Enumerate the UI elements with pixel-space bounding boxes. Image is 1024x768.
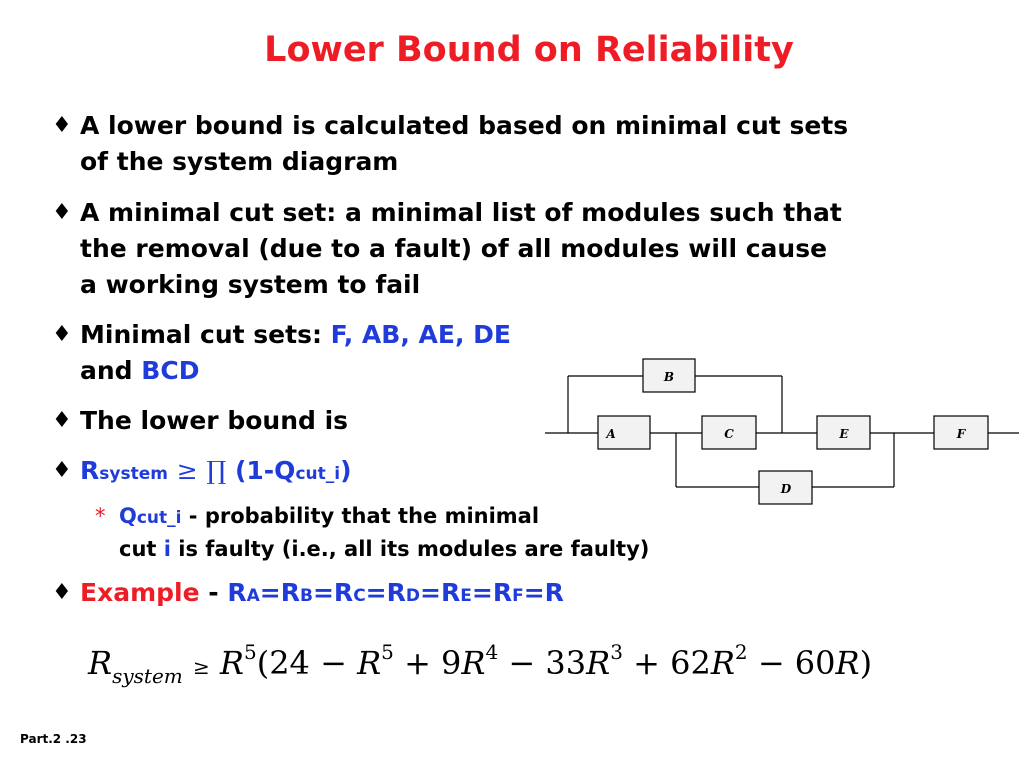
close-paren: ) — [340, 456, 352, 485]
formula-exponent: 2 — [734, 640, 748, 664]
cut-sets-and: and — [80, 356, 133, 385]
bullet-example: ♦ Example - RA=RB=RC=RD=RE=RF=R — [52, 575, 564, 614]
formula-r: R — [586, 644, 611, 682]
bullet-line: and BCD — [80, 353, 511, 389]
formula-exponent: 3 — [610, 640, 623, 664]
block-b-box — [642, 358, 696, 393]
cut-i-subscript: cut_i — [136, 508, 182, 528]
block-e-label: E — [838, 427, 849, 441]
cut-sets-list: F, AB, AE, DE — [330, 320, 511, 349]
reliability-block-diagram: B A C E F D — [545, 358, 1019, 505]
sub-bullet-line: cut i is faulty (i.e., all its modules a… — [119, 534, 649, 565]
diamond-bullet-icon: ♦ — [52, 580, 72, 605]
star-bullet-icon: * — [95, 504, 106, 528]
formula-exponent: 4 — [485, 640, 499, 664]
formula-system-subscript: system — [112, 664, 183, 688]
sub-bullet-text: cut — [119, 537, 164, 561]
formula-term: − 60 — [747, 644, 836, 682]
formula-r: R — [710, 644, 735, 682]
product-symbol: ∏ — [206, 456, 227, 485]
diamond-bullet-icon: ♦ — [52, 458, 72, 483]
block-a: A — [597, 415, 651, 450]
formula-exponent: 5 — [381, 640, 394, 664]
diagram-wires — [545, 375, 1019, 488]
sub-bullet-text: is faulty (i.e., all its modules are fau… — [170, 537, 650, 561]
sub-bullet-text: - probability that the minimal — [181, 504, 540, 528]
formula-r: R — [461, 644, 486, 682]
block-f-label: F — [956, 427, 967, 441]
example-equation: RA=RB=RC=RD=RE=RF=R — [227, 578, 564, 607]
sub-bullet-line: Qcut_i - probability that the minimal — [119, 501, 649, 534]
formula-term: + 62 — [622, 644, 711, 682]
formula-term: + 9 — [393, 644, 462, 682]
formula-r: R — [835, 644, 860, 682]
block-e: E — [816, 415, 871, 450]
block-d-label: D — [780, 482, 792, 496]
bullet-lower-bound-definition: ♦ A lower bound is calculated based on m… — [52, 108, 848, 180]
diamond-bullet-icon: ♦ — [52, 113, 72, 138]
formula-term: − 33 — [498, 644, 587, 682]
sub-bullet-qcut-definition: * Qcut_i - probability that the minimal … — [95, 501, 649, 565]
bullet-line: A minimal cut set: a minimal list of mod… — [80, 198, 842, 227]
bullet-line: the removal (due to a fault) of all modu… — [80, 234, 828, 263]
bullet-line: A lower bound is calculated based on min… — [80, 111, 849, 140]
slide-footer: Part.2 .23 — [20, 732, 87, 746]
block-d: D — [758, 470, 813, 505]
formula-r: R — [219, 644, 244, 682]
cut-sets-last: BCD — [141, 356, 200, 385]
bullet-minimal-cut-set-definition: ♦ A minimal cut set: a minimal list of m… — [52, 195, 842, 303]
formula-exponent: 5 — [243, 640, 257, 664]
slide-title: Lower Bound on Reliability — [264, 30, 794, 70]
bullet-line: a working system to fail — [80, 270, 421, 299]
block-e-box — [816, 415, 871, 450]
one-minus-q: (1-Q — [234, 456, 296, 485]
block-f-box — [933, 415, 989, 450]
r-symbol: R — [80, 456, 100, 485]
formula-term: ) — [859, 644, 873, 682]
cut-i-subscript: cut_i — [295, 464, 341, 484]
geq-symbol: ≥ — [176, 456, 198, 485]
block-b: B — [642, 358, 696, 393]
formula-term: (24 − — [256, 644, 358, 682]
bullet-minimal-cut-sets: ♦ Minimal cut sets: F, AB, AE, DE and BC… — [52, 317, 511, 389]
example-dash: - — [199, 578, 228, 607]
block-c-label: C — [724, 427, 734, 441]
cut-sets-prefix: Minimal cut sets: — [80, 320, 322, 349]
diamond-bullet-icon: ♦ — [52, 322, 72, 347]
system-subscript: system — [99, 464, 168, 484]
bullet-line: The lower bound is — [80, 406, 349, 435]
block-b-label: B — [663, 370, 674, 384]
bullet-rsystem-inequality: ♦ Rsystem ≥ ∏ (1-Qcut_i) — [52, 453, 352, 492]
reliability-formula: Rsystem ≥ R5(24 − R5 + 9R4 − 33R3 + 62R2… — [88, 640, 872, 688]
formula-r: R — [357, 644, 382, 682]
block-c: C — [701, 415, 757, 450]
bullet-lower-bound-is: ♦ The lower bound is — [52, 403, 348, 439]
bullet-line: of the system diagram — [80, 147, 399, 176]
i-symbol: i — [163, 537, 171, 561]
example-label: Example — [80, 578, 200, 607]
diamond-bullet-icon: ♦ — [52, 408, 72, 433]
block-a-box — [597, 415, 651, 450]
bullet-line: Minimal cut sets: F, AB, AE, DE — [80, 317, 511, 353]
diamond-bullet-icon: ♦ — [52, 200, 72, 225]
formula-geq: ≥ — [192, 655, 210, 679]
q-symbol: Q — [119, 504, 137, 528]
formula-r: R — [88, 644, 113, 682]
bullet-line: Example - RA=RB=RC=RD=RE=RF=R — [80, 575, 564, 614]
block-d-box — [758, 470, 813, 505]
block-a-label: A — [605, 427, 615, 441]
bullet-line: Rsystem ≥ ∏ (1-Qcut_i) — [80, 453, 352, 492]
block-c-box — [701, 415, 757, 450]
block-f: F — [933, 415, 989, 450]
